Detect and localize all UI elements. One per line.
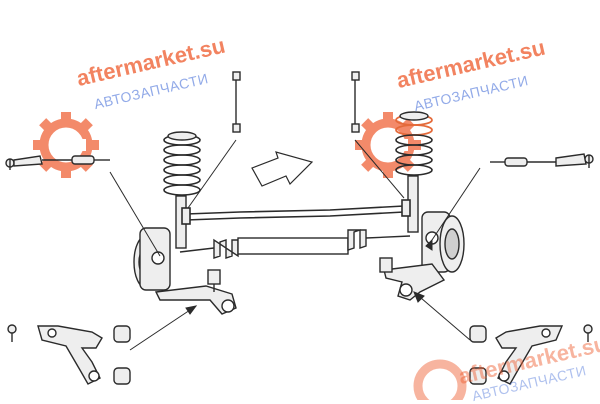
- tie-rod-left-detail: [5, 155, 110, 170]
- stabilizer-bar: [181, 199, 411, 225]
- control-arm-left: [154, 269, 237, 315]
- control-arm-left-detail: [7, 324, 131, 385]
- control-arm-right: [379, 257, 446, 301]
- stabilizer-link-right-detail: [351, 71, 360, 133]
- direction-arrow-icon: [251, 151, 314, 187]
- leader-lines: [109, 139, 481, 351]
- control-arm-right-detail: [469, 324, 593, 385]
- watermark-left: [33, 112, 99, 178]
- hub-left: [133, 227, 171, 291]
- hub-right: [421, 211, 465, 273]
- coil-spring-left: [163, 131, 201, 196]
- steering-rack: [179, 229, 411, 259]
- gear-logo-icon: [413, 359, 467, 400]
- strut-right: [395, 111, 433, 233]
- stabilizer-link-left-detail: [232, 71, 241, 133]
- coil-spring-right: [395, 111, 433, 176]
- gear-logo-icon: [33, 112, 99, 178]
- tie-rod-right-detail: [490, 153, 594, 168]
- watermark-bottom: [413, 359, 467, 400]
